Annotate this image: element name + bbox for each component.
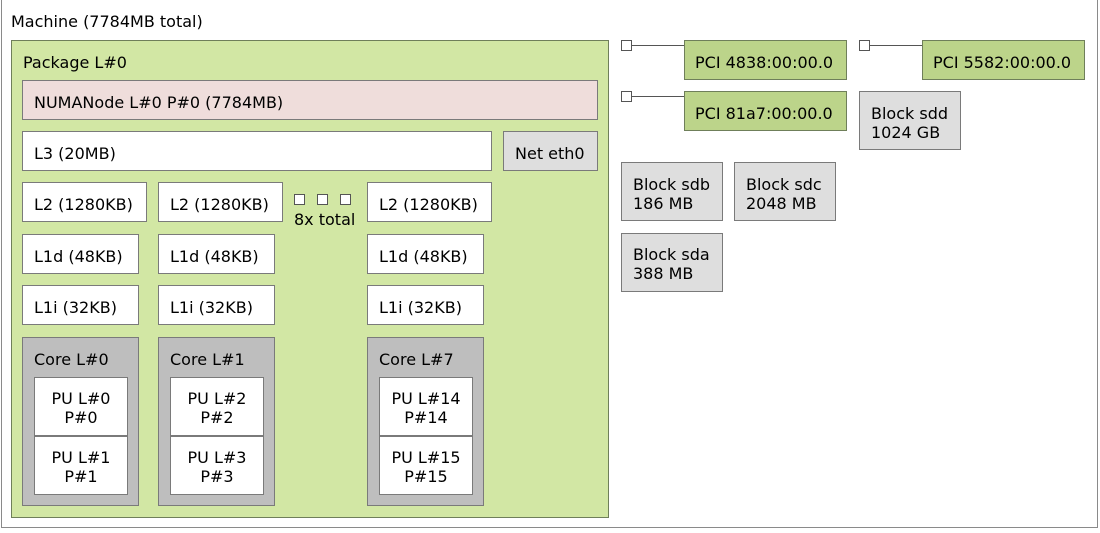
block-size: 2048 MB <box>746 194 817 213</box>
block-name: Block sdb <box>633 175 711 194</box>
pci-link-line <box>870 45 922 46</box>
block-name: Block sda <box>633 245 710 264</box>
pu-box <box>170 436 264 495</box>
l2-cache-1 <box>158 182 283 222</box>
collapsed-square-icon <box>317 194 328 205</box>
l1d-label-1: L1d (48KB) <box>170 247 259 266</box>
collapsed-total-label: 8x total <box>294 210 356 229</box>
pci-device-4838 <box>684 40 847 80</box>
pci-label: PCI 81a7:00:00.0 <box>695 104 833 123</box>
pci-link-line <box>632 96 684 97</box>
block-sdb <box>621 162 723 221</box>
block-sdd <box>859 91 961 150</box>
l2-cache-0 <box>22 182 147 222</box>
l1d-cache-7 <box>367 234 484 274</box>
block-size: 1024 GB <box>871 123 941 142</box>
net-label: Net eth0 <box>515 144 585 163</box>
l1i-cache-1 <box>158 285 275 325</box>
pu-label: PU L#2 <box>187 389 247 408</box>
numa-node <box>22 80 598 120</box>
pu-box <box>34 436 128 495</box>
pci-bridge-icon <box>621 91 632 102</box>
numa-label: NUMANode L#0 P#0 (7784MB) <box>34 93 284 112</box>
pu-label: PU L#1 <box>51 448 111 467</box>
l1d-cache-0 <box>22 234 139 274</box>
pu-physical-label: P#1 <box>64 467 98 486</box>
pu-box <box>379 377 473 436</box>
l3-label: L3 (20MB) <box>34 144 116 163</box>
core-title-1: Core L#1 <box>170 350 245 369</box>
l1d-label-7: L1d (48KB) <box>379 247 468 266</box>
pci-device-5582 <box>922 40 1085 80</box>
l1i-cache-7 <box>367 285 484 325</box>
pci-link-line <box>632 45 684 46</box>
core-title-7: Core L#7 <box>379 350 454 369</box>
block-sda <box>621 233 723 292</box>
l1d-label-0: L1d (48KB) <box>34 247 123 266</box>
block-size: 388 MB <box>633 264 694 283</box>
pu-box <box>379 436 473 495</box>
l1i-label-1: L1i (32KB) <box>170 298 253 317</box>
pu-physical-label: P#2 <box>200 408 234 427</box>
pci-bridge-icon <box>621 40 632 51</box>
block-size: 186 MB <box>633 194 694 213</box>
collapsed-square-icon <box>294 194 305 205</box>
pu-physical-label: P#0 <box>64 408 98 427</box>
l2-label-0: L2 (1280KB) <box>34 195 133 214</box>
block-sdc <box>734 162 836 221</box>
collapsed-square-icon <box>340 194 351 205</box>
pu-physical-label: P#3 <box>200 467 234 486</box>
pci-device-81a7 <box>684 91 847 131</box>
pu-box <box>34 377 128 436</box>
pu-box <box>170 377 264 436</box>
pci-label: PCI 4838:00:00.0 <box>695 53 834 72</box>
pu-physical-label: P#15 <box>404 467 448 486</box>
pu-label: PU L#0 <box>51 389 111 408</box>
l2-label-1: L2 (1280KB) <box>170 195 269 214</box>
machine-title: Machine (7784MB total) <box>11 12 203 31</box>
core-title-0: Core L#0 <box>34 350 109 369</box>
l2-label-7: L2 (1280KB) <box>379 195 478 214</box>
l1i-cache-0 <box>22 285 139 325</box>
l1i-label-7: L1i (32KB) <box>379 298 462 317</box>
pci-label: PCI 5582:00:00.0 <box>933 53 1072 72</box>
net-eth0 <box>503 131 598 171</box>
l1i-label-0: L1i (32KB) <box>34 298 117 317</box>
pu-label: PU L#14 <box>391 389 461 408</box>
package-title: Package L#0 <box>23 53 127 72</box>
block-name: Block sdd <box>871 104 949 123</box>
block-name: Block sdc <box>746 175 822 194</box>
l2-cache-7 <box>367 182 492 222</box>
l3-cache <box>22 131 492 171</box>
pu-label: PU L#3 <box>187 448 247 467</box>
l1d-cache-1 <box>158 234 275 274</box>
pu-label: PU L#15 <box>391 448 461 467</box>
pu-physical-label: P#14 <box>404 408 448 427</box>
pci-bridge-icon <box>859 40 870 51</box>
